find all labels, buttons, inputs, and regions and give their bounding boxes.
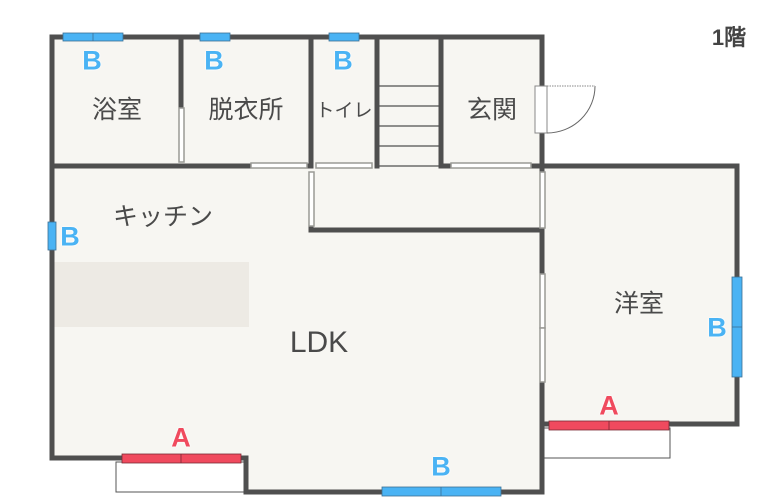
door-hall-left[interactable]	[308, 171, 315, 227]
floor-label: 1階	[711, 25, 747, 50]
bay-box-western	[542, 427, 671, 459]
window-mark-western-bay: A	[599, 390, 619, 421]
room-label-dressing: 脱衣所	[208, 95, 284, 124]
window-mark-western-right: B	[707, 312, 727, 343]
room-label-toilet: トイレ	[315, 99, 373, 122]
room-label-kitchen: キッチン	[112, 202, 214, 231]
door-entrance-inner[interactable]	[450, 162, 532, 169]
window-toilet	[328, 32, 360, 42]
bay-box-ldk	[115, 461, 245, 493]
door-hall-right[interactable]	[539, 171, 546, 229]
windows-A	[121, 420, 670, 464]
walls	[49, 34, 740, 495]
room-label-entrance: 玄関	[466, 95, 518, 124]
door-western-ldk-2[interactable]	[539, 327, 546, 383]
room-label-ldk: LDK	[289, 326, 349, 359]
room-label-bathroom: 浴室	[91, 95, 143, 124]
window-kitchen	[47, 221, 57, 251]
windows-B	[47, 32, 743, 497]
door-dressing[interactable]	[250, 162, 308, 169]
window-ldk-bottom	[381, 486, 502, 497]
staircase	[379, 85, 439, 167]
floor-area	[52, 37, 737, 492]
door-western-ldk-1[interactable]	[539, 273, 546, 329]
door-bath-dressing[interactable]	[178, 107, 185, 163]
kitchen-counter	[53, 262, 249, 327]
window-mark-toilet: B	[333, 45, 353, 76]
window-dressing	[199, 32, 231, 42]
window-mark-bathroom: B	[82, 45, 102, 76]
window-ldk-bay	[121, 453, 242, 464]
window-mark-dressing: B	[204, 45, 224, 76]
window-mark-kitchen: B	[60, 221, 80, 252]
room-label-western: 洋室	[613, 289, 665, 318]
door-toilet[interactable]	[315, 162, 373, 169]
window-mark-ldk-bay: A	[171, 422, 191, 453]
front-door[interactable]	[534, 85, 596, 134]
window-mark-ldk-bottom: B	[431, 451, 451, 482]
doors[interactable]	[178, 107, 546, 383]
